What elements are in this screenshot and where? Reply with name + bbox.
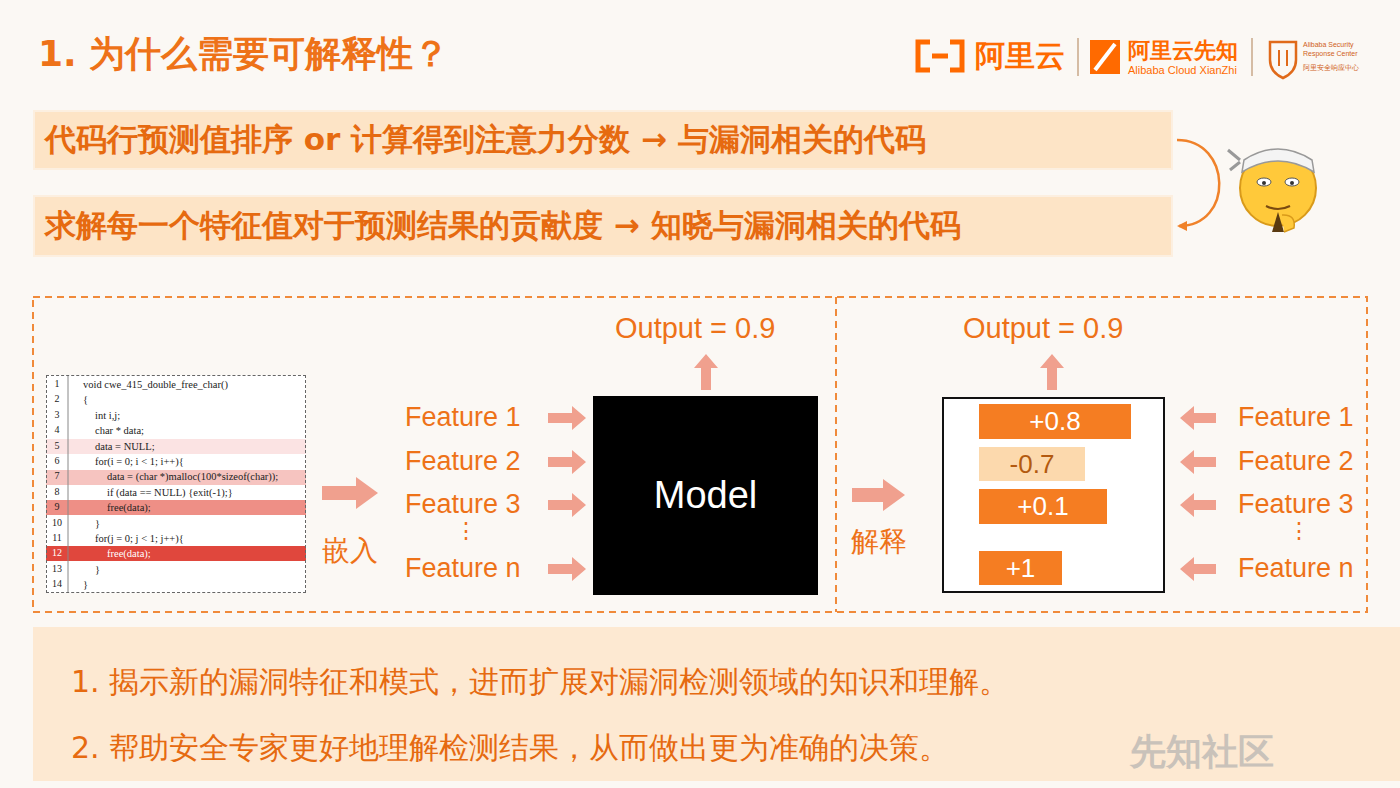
line-number: 5 — [46, 438, 68, 453]
code-listing: void cwe_415_double_free_char(){ int i,j;… — [46, 375, 306, 593]
line-highlight — [46, 470, 306, 485]
node-text: 1. 揭示新的漏洞特征和模式，进而扩展对漏洞检测领域的知识和理解。 — [71, 649, 1400, 715]
code-line: data = (char *)malloc(100*sizeof(char)); — [107, 469, 278, 484]
line-number: 14 — [46, 576, 68, 591]
code-line: } — [95, 516, 100, 531]
code-line: int i,j; — [95, 408, 120, 423]
feature-label: Feature 1 — [405, 402, 521, 433]
statement-band: 求解每一个特征值对于预测结果的贡献度 → 知晓与漏洞相关的代码 — [33, 195, 1173, 257]
output-label: Output = 0.9 — [963, 312, 1123, 345]
logo-subtext: Alibaba Cloud XianZhi — [1128, 64, 1237, 76]
explanation-box: +0.8 -0.7 +0.1 +1 — [942, 397, 1165, 593]
connector — [1177, 140, 1219, 226]
line-number: 3 — [46, 407, 68, 422]
line-number: 6 — [46, 453, 68, 468]
node-text: Model — [654, 474, 758, 517]
shield-icon — [1270, 42, 1296, 78]
line-number: 1 — [46, 376, 68, 391]
line-highlight — [46, 546, 306, 561]
feature-label: Feature 3 — [405, 489, 521, 520]
shield-icon — [1279, 50, 1287, 66]
step-label: 嵌入 — [322, 532, 378, 570]
feature-label: Feature n — [1238, 553, 1354, 584]
line-number: 11 — [46, 530, 68, 545]
code-line: free(data); — [107, 546, 151, 561]
node-text: -0.7 — [1010, 449, 1055, 480]
logo-icon — [918, 42, 962, 70]
feature-label: Feature 2 — [405, 446, 521, 477]
contribution-bar: +1 — [979, 551, 1062, 585]
line-number: 7 — [46, 468, 68, 483]
line-number: 10 — [46, 515, 68, 530]
logo-text: 阿里云 — [975, 36, 1065, 77]
code-line: } — [83, 577, 88, 592]
line-number: 9 — [46, 499, 68, 514]
code-line: } — [95, 562, 100, 577]
line-highlight — [46, 439, 306, 454]
line-number: 4 — [46, 422, 68, 437]
model-box: Model — [593, 396, 818, 595]
line-highlight — [46, 500, 306, 515]
watermark: 先知社区 — [1130, 728, 1274, 777]
code-ground — [46, 375, 306, 593]
block-arrow — [852, 479, 905, 511]
feature-label: Feature 3 — [1238, 489, 1354, 520]
dashed-region — [33, 297, 1367, 612]
node-text: +0.1 — [1017, 491, 1068, 522]
contribution-bar: +0.1 — [979, 489, 1107, 524]
curved-arrow — [1177, 140, 1219, 226]
code-line: char * data; — [95, 423, 144, 438]
logo-subtext: 阿里安全响应中心 — [1303, 63, 1359, 73]
logo-text: 阿里云先知 — [1128, 36, 1238, 66]
contribution-bar: +0.8 — [979, 404, 1131, 439]
dashed-divider — [835, 297, 837, 612]
line-number: 12 — [46, 545, 68, 560]
ellipsis: ⋮ — [455, 518, 477, 544]
step-label: 解释 — [851, 523, 907, 561]
line-number: 8 — [46, 484, 68, 499]
connector — [852, 479, 905, 511]
ellipsis: ⋮ — [1288, 518, 1310, 544]
line-number: 2 — [46, 391, 68, 406]
node-text: +1 — [1006, 553, 1036, 584]
divider — [1077, 38, 1079, 76]
code-line: { — [83, 392, 88, 407]
node-text: +0.8 — [1029, 406, 1080, 437]
logo-subtext: Alibaba Security Response Center — [1303, 40, 1383, 58]
output-label: Output = 0.9 — [615, 312, 775, 345]
code-line: free(data); — [107, 500, 151, 515]
code-line: void cwe_415_double_free_char() — [83, 377, 228, 392]
feature-label: Feature 1 — [1238, 402, 1354, 433]
code-line: data = NULL; — [95, 439, 155, 454]
node-text: 求解每一个特征值对于预测结果的贡献度 → 知晓与漏洞相关的代码 — [45, 205, 961, 247]
code-line: for(i = 0; i < 1; i++){ — [95, 454, 184, 469]
xianzhi-icon — [1090, 40, 1120, 74]
contribution-bar: -0.7 — [979, 447, 1085, 481]
slide-title: 1. 为什么需要可解释性？ — [38, 30, 449, 79]
line-number: 13 — [46, 561, 68, 576]
feature-label: Feature 2 — [1238, 446, 1354, 477]
node-text: 代码行预测值排序 or 计算得到注意力分数 → 与漏洞相关的代码 — [45, 119, 926, 161]
divider — [1251, 38, 1253, 76]
code-line: for(j = 0; j < 1; j++){ — [95, 531, 184, 546]
statement-band: 代码行预测值排序 or 计算得到注意力分数 → 与漏洞相关的代码 — [33, 110, 1173, 170]
feature-label: Feature n — [405, 553, 521, 584]
emoji-face — [1228, 149, 1316, 232]
gutter-line — [68, 375, 69, 593]
code-line: if (data == NULL) {exit(-1);} — [107, 485, 233, 500]
